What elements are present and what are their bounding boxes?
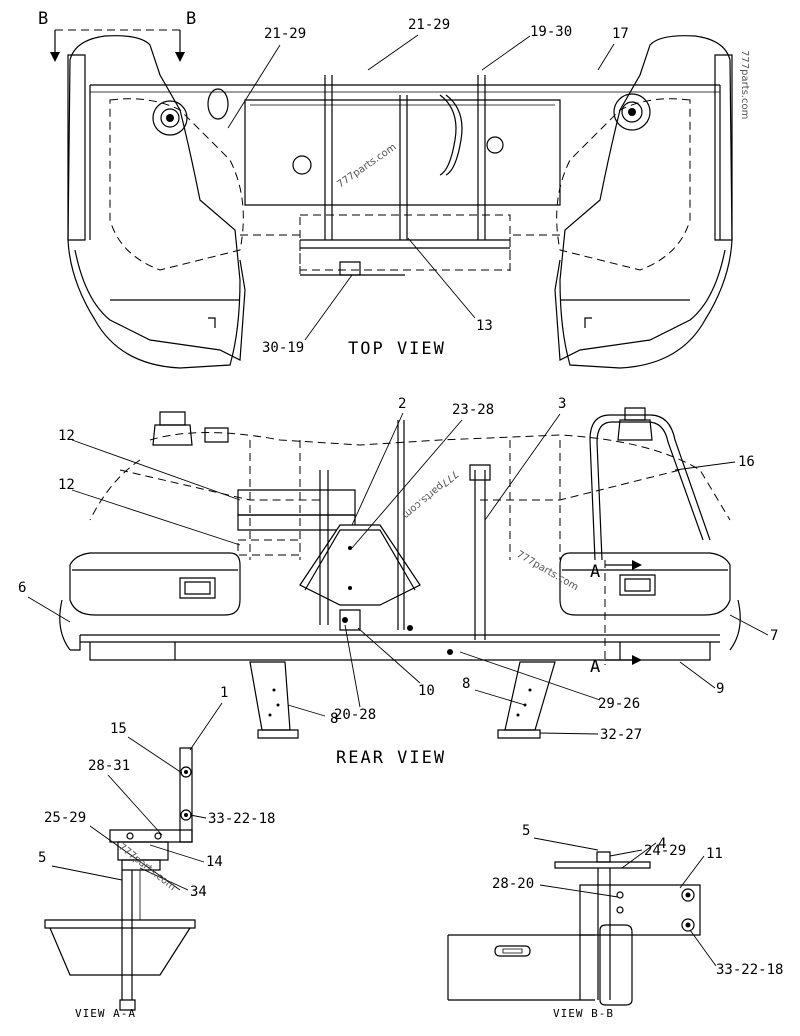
view-bb-title: VIEW B-B bbox=[553, 1007, 614, 1020]
callout-bb-4: 4 bbox=[658, 836, 666, 852]
view-aa-callouts: 1 15 28-31 33-22-18 25-29 14 34 5 VIEW A… bbox=[38, 685, 275, 1020]
callout-aa-33-22-18: 33-22-18 bbox=[208, 811, 275, 827]
callout-bb-33-22-18: 33-22-18 bbox=[716, 962, 783, 978]
right-fuel-cap-icon bbox=[613, 93, 651, 131]
section-b-right-label: B bbox=[186, 9, 198, 29]
watermark-3: 777parts.com bbox=[400, 468, 460, 521]
callout-rear-23-28: 23-28 bbox=[452, 402, 494, 418]
view-aa-drawing bbox=[44, 747, 196, 1011]
top-view-drawing: B B bbox=[38, 9, 733, 369]
section-b-marker: B B bbox=[38, 9, 198, 62]
callout-aa-1: 1 bbox=[220, 685, 228, 701]
callout-bb-24-29: 24-29 bbox=[644, 843, 686, 859]
rear-view-title: REAR VIEW bbox=[336, 748, 446, 768]
left-leg-bracket bbox=[249, 661, 299, 739]
section-a-bottom-label: A bbox=[590, 657, 602, 677]
section-a-marker: A A bbox=[590, 560, 642, 677]
callout-rear-12-a: 12 bbox=[58, 428, 75, 444]
callout-rear-16: 16 bbox=[738, 454, 755, 470]
callout-aa-28-31: 28-31 bbox=[88, 758, 130, 774]
callout-bb-5: 5 bbox=[522, 823, 530, 839]
right-leg-bracket bbox=[497, 661, 556, 739]
callout-top-13: 13 bbox=[476, 318, 493, 334]
watermark-2: 777parts.com bbox=[335, 142, 398, 191]
top-view-callouts: 21-29 21-29 19-30 17 30-19 13 TOP VIEW bbox=[227, 17, 629, 359]
watermark-4: 777parts.com bbox=[515, 549, 581, 593]
callout-rear-29-26: 29-26 bbox=[598, 696, 640, 712]
callout-top-17: 17 bbox=[612, 26, 629, 42]
view-bb-drawing bbox=[447, 851, 701, 1006]
callout-top-19-30: 19-30 bbox=[530, 24, 572, 40]
callout-top-21-29-b: 21-29 bbox=[408, 17, 450, 33]
rear-view-drawing: A A bbox=[59, 407, 741, 739]
callout-aa-34: 34 bbox=[190, 884, 207, 900]
callout-top-21-29-a: 21-29 bbox=[264, 26, 306, 42]
top-view-title: TOP VIEW bbox=[348, 339, 446, 359]
view-aa-title: VIEW A-A bbox=[75, 1007, 136, 1020]
callout-rear-10: 10 bbox=[418, 683, 435, 699]
callout-bb-28-20: 28-20 bbox=[492, 876, 534, 892]
callout-aa-14: 14 bbox=[206, 854, 223, 870]
callout-rear-32-27: 32-27 bbox=[600, 727, 642, 743]
rear-view-callouts: 2 23-28 3 12 12 16 6 7 9 10 29-26 20-28 … bbox=[18, 396, 778, 768]
callout-rear-8-left: 8 bbox=[330, 711, 338, 727]
callout-rear-3: 3 bbox=[558, 396, 566, 412]
callout-top-30-19: 30-19 bbox=[262, 340, 304, 356]
callout-rear-2: 2 bbox=[398, 396, 406, 412]
section-a-top-label: A bbox=[590, 562, 602, 582]
callout-aa-25-29: 25-29 bbox=[44, 810, 86, 826]
callout-rear-6: 6 bbox=[18, 580, 26, 596]
callout-rear-12-b: 12 bbox=[58, 477, 75, 493]
callout-rear-20-28: 20-28 bbox=[334, 707, 376, 723]
callout-rear-7: 7 bbox=[770, 628, 778, 644]
section-b-left-label: B bbox=[38, 9, 50, 29]
callout-aa-15: 15 bbox=[110, 721, 127, 737]
view-bb-callouts: 24-29 5 4 11 28-20 33-22-18 VIEW B-B bbox=[492, 823, 783, 1020]
watermark-1: 777parts.com bbox=[739, 50, 750, 119]
callout-aa-5: 5 bbox=[38, 850, 46, 866]
callout-rear-8-right: 8 bbox=[462, 676, 470, 692]
left-fuel-cap-icon bbox=[152, 100, 188, 136]
callout-rear-9: 9 bbox=[716, 681, 724, 697]
callout-bb-11: 11 bbox=[706, 846, 723, 862]
